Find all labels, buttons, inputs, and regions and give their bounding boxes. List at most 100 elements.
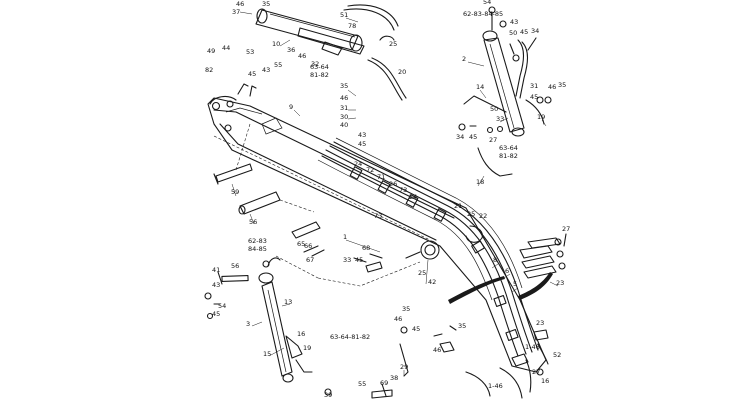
part-label: 31: [340, 104, 348, 112]
part-label: 27: [489, 136, 497, 144]
part-label: 54: [218, 302, 226, 310]
part-label: 34: [456, 133, 464, 141]
part-label: 19: [303, 344, 311, 352]
part-label: 71: [377, 173, 385, 181]
part-label: 44: [222, 44, 230, 52]
fitting-cluster-right: [519, 233, 567, 279]
boom-cylinder-top: [255, 8, 365, 56]
part-label: 63-64: [499, 144, 518, 152]
part-label: 45: [520, 28, 528, 36]
part-label: 56: [249, 218, 257, 226]
leader-lines: [231, 11, 559, 376]
part-label: 53: [246, 48, 254, 56]
part-label: 45: [469, 133, 477, 141]
part-label: 43: [212, 281, 220, 289]
part-label: 32: [311, 60, 319, 68]
part-label: 34: [531, 27, 539, 35]
part-label: 33: [343, 256, 351, 264]
part-label: 25: [389, 40, 397, 48]
part-label: 9: [289, 103, 293, 111]
part-label: 18: [476, 178, 484, 186]
part-label: 81-82: [310, 71, 329, 79]
part-label: 25: [467, 210, 475, 218]
part-label: 43: [510, 18, 518, 26]
part-label: 36: [287, 46, 295, 54]
part-label: 23: [536, 319, 544, 327]
bracket-65-66: [291, 221, 325, 257]
part-label: 8: [493, 256, 497, 264]
part-label: 50: [490, 105, 498, 113]
part-label: 59: [231, 188, 239, 196]
part-label: 45: [530, 93, 538, 101]
part-label: 84-85: [248, 245, 267, 253]
part-label: 35: [558, 81, 566, 89]
dashed-guides: [213, 123, 431, 287]
part-label: 38: [390, 374, 398, 382]
part-label: 1: [343, 233, 347, 241]
part-label: 49: [207, 47, 215, 55]
part-label: 27: [532, 368, 540, 376]
hose-clamps: [349, 166, 519, 342]
part-label: 45: [212, 310, 220, 318]
part-label: 37: [232, 8, 240, 16]
part-label: 72: [366, 166, 374, 174]
part-label: 46: [340, 94, 348, 102]
part-label: 69: [380, 379, 388, 387]
part-label: 33: [496, 115, 504, 123]
part-label: 35: [402, 305, 410, 313]
part-label: 62-83: [248, 237, 267, 245]
part-label: 46: [236, 0, 244, 8]
curved-bars: [448, 272, 553, 304]
part-label: 35: [262, 0, 270, 8]
part-label: 78: [348, 22, 356, 30]
part-label: 16: [541, 377, 549, 385]
part-label: 55: [274, 61, 282, 69]
part-label: 27: [562, 225, 570, 233]
part-label: 2: [462, 55, 466, 63]
part-label: 51: [340, 11, 348, 19]
part-label: 16: [297, 330, 305, 338]
part-label: 35: [458, 322, 466, 330]
part-label: 81-82: [499, 152, 518, 160]
bucket-cylinder-left: [258, 257, 313, 383]
part-label: 1-46: [525, 343, 540, 351]
part-label: 22: [479, 212, 487, 220]
part-label: 67: [306, 256, 314, 264]
pivot-hub: [405, 225, 483, 260]
hose-lines-top: [343, 4, 407, 101]
part-label: 3: [246, 320, 250, 328]
part-label: 46: [548, 83, 556, 91]
pin-56: [238, 191, 281, 215]
bottom-center-parts: [324, 325, 457, 399]
part-label: 1-46: [488, 382, 503, 390]
part-label: 39: [324, 391, 332, 399]
part-label: 23: [556, 279, 564, 287]
part-label: 62-83-84-85: [463, 10, 503, 18]
bolt-set-68: [353, 253, 383, 273]
part-label: 63-64: [310, 63, 329, 71]
part-label: 46: [433, 346, 441, 354]
part-label: 29: [400, 363, 408, 371]
part-label: 46: [394, 315, 402, 323]
part-label: 24: [354, 160, 362, 168]
part-label: 42: [428, 278, 436, 286]
part-label: 55: [358, 380, 366, 388]
main-boom: [207, 83, 547, 373]
part-label: 82: [205, 66, 213, 74]
part-label: 14: [476, 83, 484, 91]
part-label: 45: [358, 140, 366, 148]
hose-bundle: [317, 137, 539, 357]
part-label: 20: [398, 68, 406, 76]
part-label: 46: [298, 52, 306, 60]
part-label: 5: [513, 280, 517, 288]
part-label: 41: [212, 266, 220, 274]
part-label: 35: [340, 82, 348, 90]
part-label: 68: [362, 244, 370, 252]
part-label: 31: [530, 82, 538, 90]
part-label: 25: [418, 269, 426, 277]
part-label: 43: [262, 66, 270, 74]
part-label: 63-64-81-82: [330, 333, 370, 341]
bolts-right: [458, 20, 552, 134]
